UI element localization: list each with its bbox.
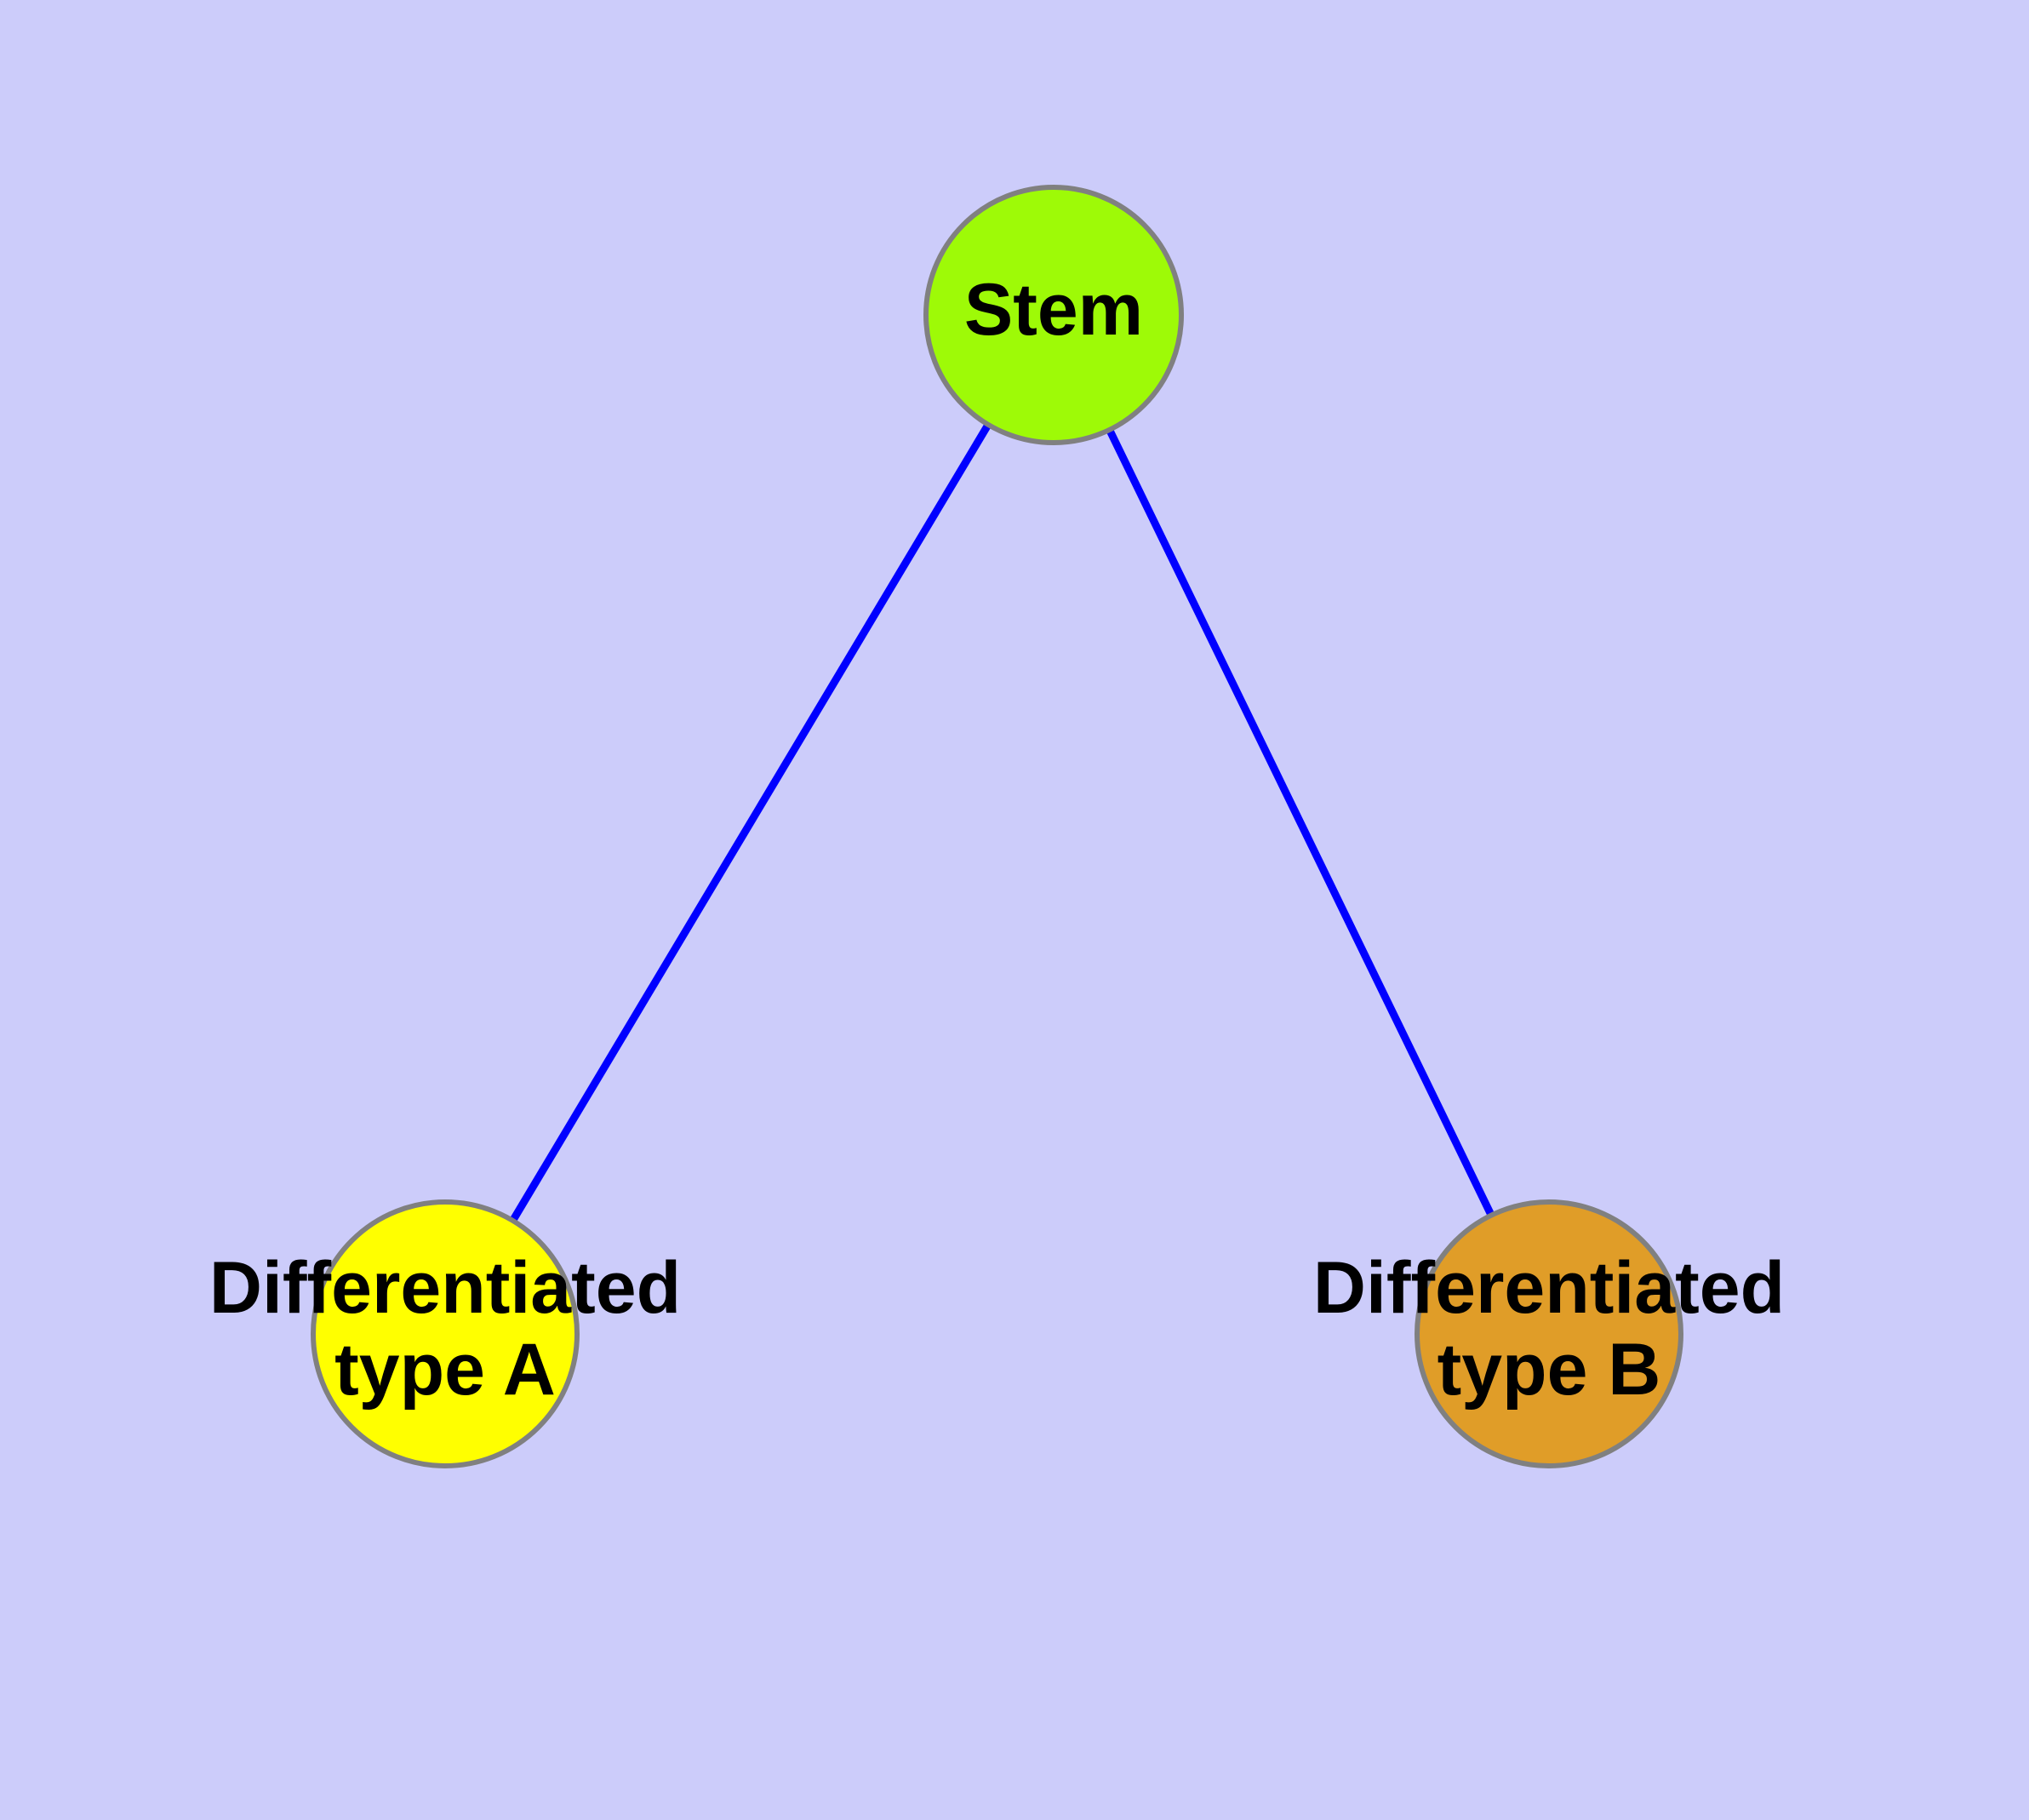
node-label-line: type A — [334, 1329, 556, 1411]
node-label-stem: Stem — [964, 269, 1143, 351]
edge-stem-diff-b — [1106, 427, 1495, 1217]
node-label-line: type B — [1437, 1329, 1661, 1411]
nodes-layer — [311, 185, 1683, 1468]
node-label-line: Stem — [964, 269, 1143, 351]
node-label-line: Differentiated — [209, 1247, 681, 1329]
node-diff-a[interactable] — [311, 1199, 580, 1468]
edges-layer — [509, 422, 1495, 1223]
node-label-line: Differentiated — [1313, 1247, 1785, 1329]
node-diff-b[interactable] — [1415, 1199, 1683, 1468]
node-stem[interactable] — [923, 185, 1184, 445]
edge-stem-diff-a — [509, 422, 992, 1223]
